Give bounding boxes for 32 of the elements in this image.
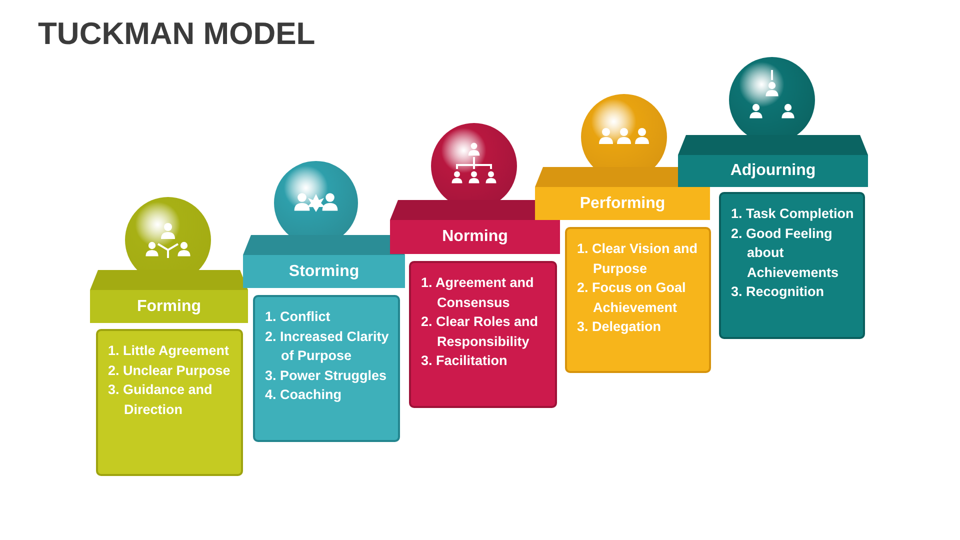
stage-card — [253, 295, 400, 442]
list-item: 3. Recognition — [731, 283, 826, 301]
step-block — [390, 200, 560, 254]
list-item: 3. Guidance and Direction — [108, 381, 214, 418]
stage-label: Storming — [288, 262, 360, 282]
step-block — [678, 135, 868, 187]
stage-card — [409, 261, 557, 408]
stage-card — [719, 192, 865, 339]
stage-label: Forming — [136, 296, 202, 316]
list-item: 2. Focus on Goal Achievement — [577, 279, 687, 316]
list-item: 3. Facilitation — [421, 352, 508, 370]
stage-label: Adjourning — [729, 161, 817, 181]
list-item: 4. Coaching — [265, 386, 343, 404]
list-item: 1. Conflict — [265, 308, 332, 326]
title: TUCKMAN MODEL — [38, 16, 316, 52]
list-item: 1. Little Agreement — [108, 342, 230, 360]
list-item: 1. Clear Vision and Purpose — [577, 240, 699, 278]
stage-label: Performing — [578, 194, 666, 214]
list-item: 3. Delegation — [577, 318, 662, 336]
stage-card — [96, 329, 243, 476]
list-item: 1. Task Completion — [731, 205, 855, 223]
stage-card — [565, 227, 711, 373]
list-item: 2. Unclear Purpose — [108, 362, 232, 380]
stage-label: Norming — [441, 227, 509, 247]
list-item: 3. Power Struggles — [265, 366, 388, 385]
step-block — [90, 270, 248, 323]
list-item: 2. Good Feeling about Achievements — [731, 224, 840, 282]
step-block — [535, 167, 710, 220]
list-item: 2. Increased Clarity of Purpose — [265, 328, 390, 365]
step-block — [243, 235, 405, 288]
list-item: 2. Clear Roles and Responsibility — [421, 313, 540, 351]
list-item: 1. Agreement and Consensus — [421, 274, 535, 312]
